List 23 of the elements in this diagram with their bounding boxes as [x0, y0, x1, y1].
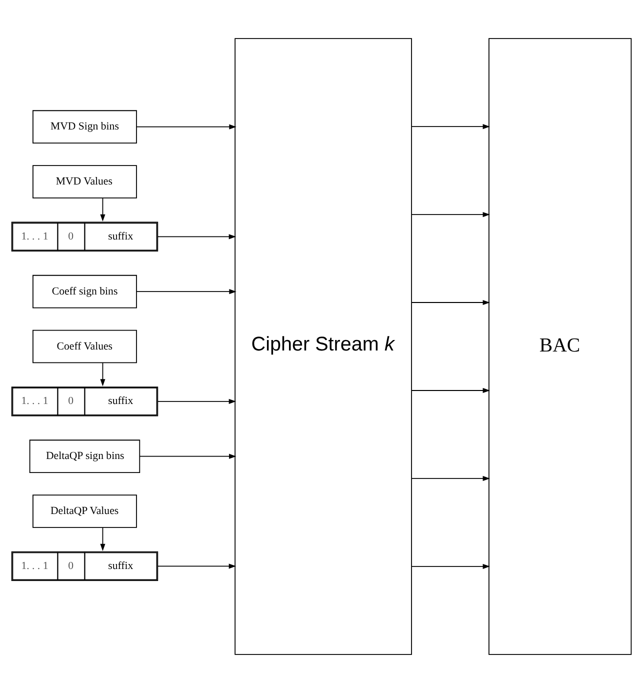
arrow [100, 198, 106, 222]
node-box: BAC [488, 38, 632, 655]
arrow [157, 234, 236, 240]
arrow [100, 362, 106, 386]
arrow [139, 454, 236, 459]
node-box: Cipher Stream k [234, 38, 412, 655]
arrow [157, 398, 236, 404]
node-box: Coeff Values [32, 330, 137, 364]
arrow [136, 124, 236, 130]
arrow [411, 212, 490, 218]
node-box: Coeff sign bins [32, 274, 137, 308]
node-box: MVD Values [32, 165, 137, 198]
arrow [411, 564, 490, 569]
arrow [411, 476, 490, 481]
node-box: DeltaQP Values [32, 494, 137, 528]
arrow [136, 289, 236, 294]
arrow [100, 527, 106, 552]
arrow [157, 564, 236, 569]
node-box: MVD Sign bins [32, 110, 137, 144]
arrow [411, 300, 490, 306]
arrow [411, 124, 490, 130]
node-box: DeltaQP sign bins [29, 440, 140, 473]
arrow [411, 388, 490, 394]
